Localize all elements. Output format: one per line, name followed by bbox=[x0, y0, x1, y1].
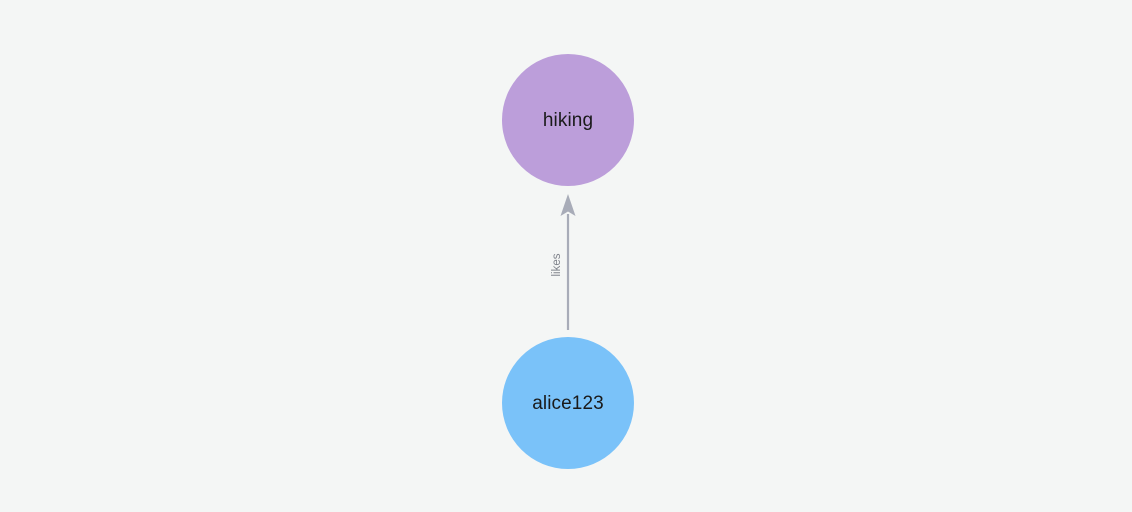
graph-node-alice123[interactable]: alice123 bbox=[502, 337, 634, 469]
graph-node-hiking[interactable]: hiking bbox=[502, 54, 634, 186]
graph-node-label: hiking bbox=[542, 109, 594, 131]
edge-arrowhead-icon bbox=[560, 194, 576, 216]
edge-alice123-likes-hiking[interactable] bbox=[560, 194, 576, 330]
graph-node-label: alice123 bbox=[532, 392, 604, 414]
